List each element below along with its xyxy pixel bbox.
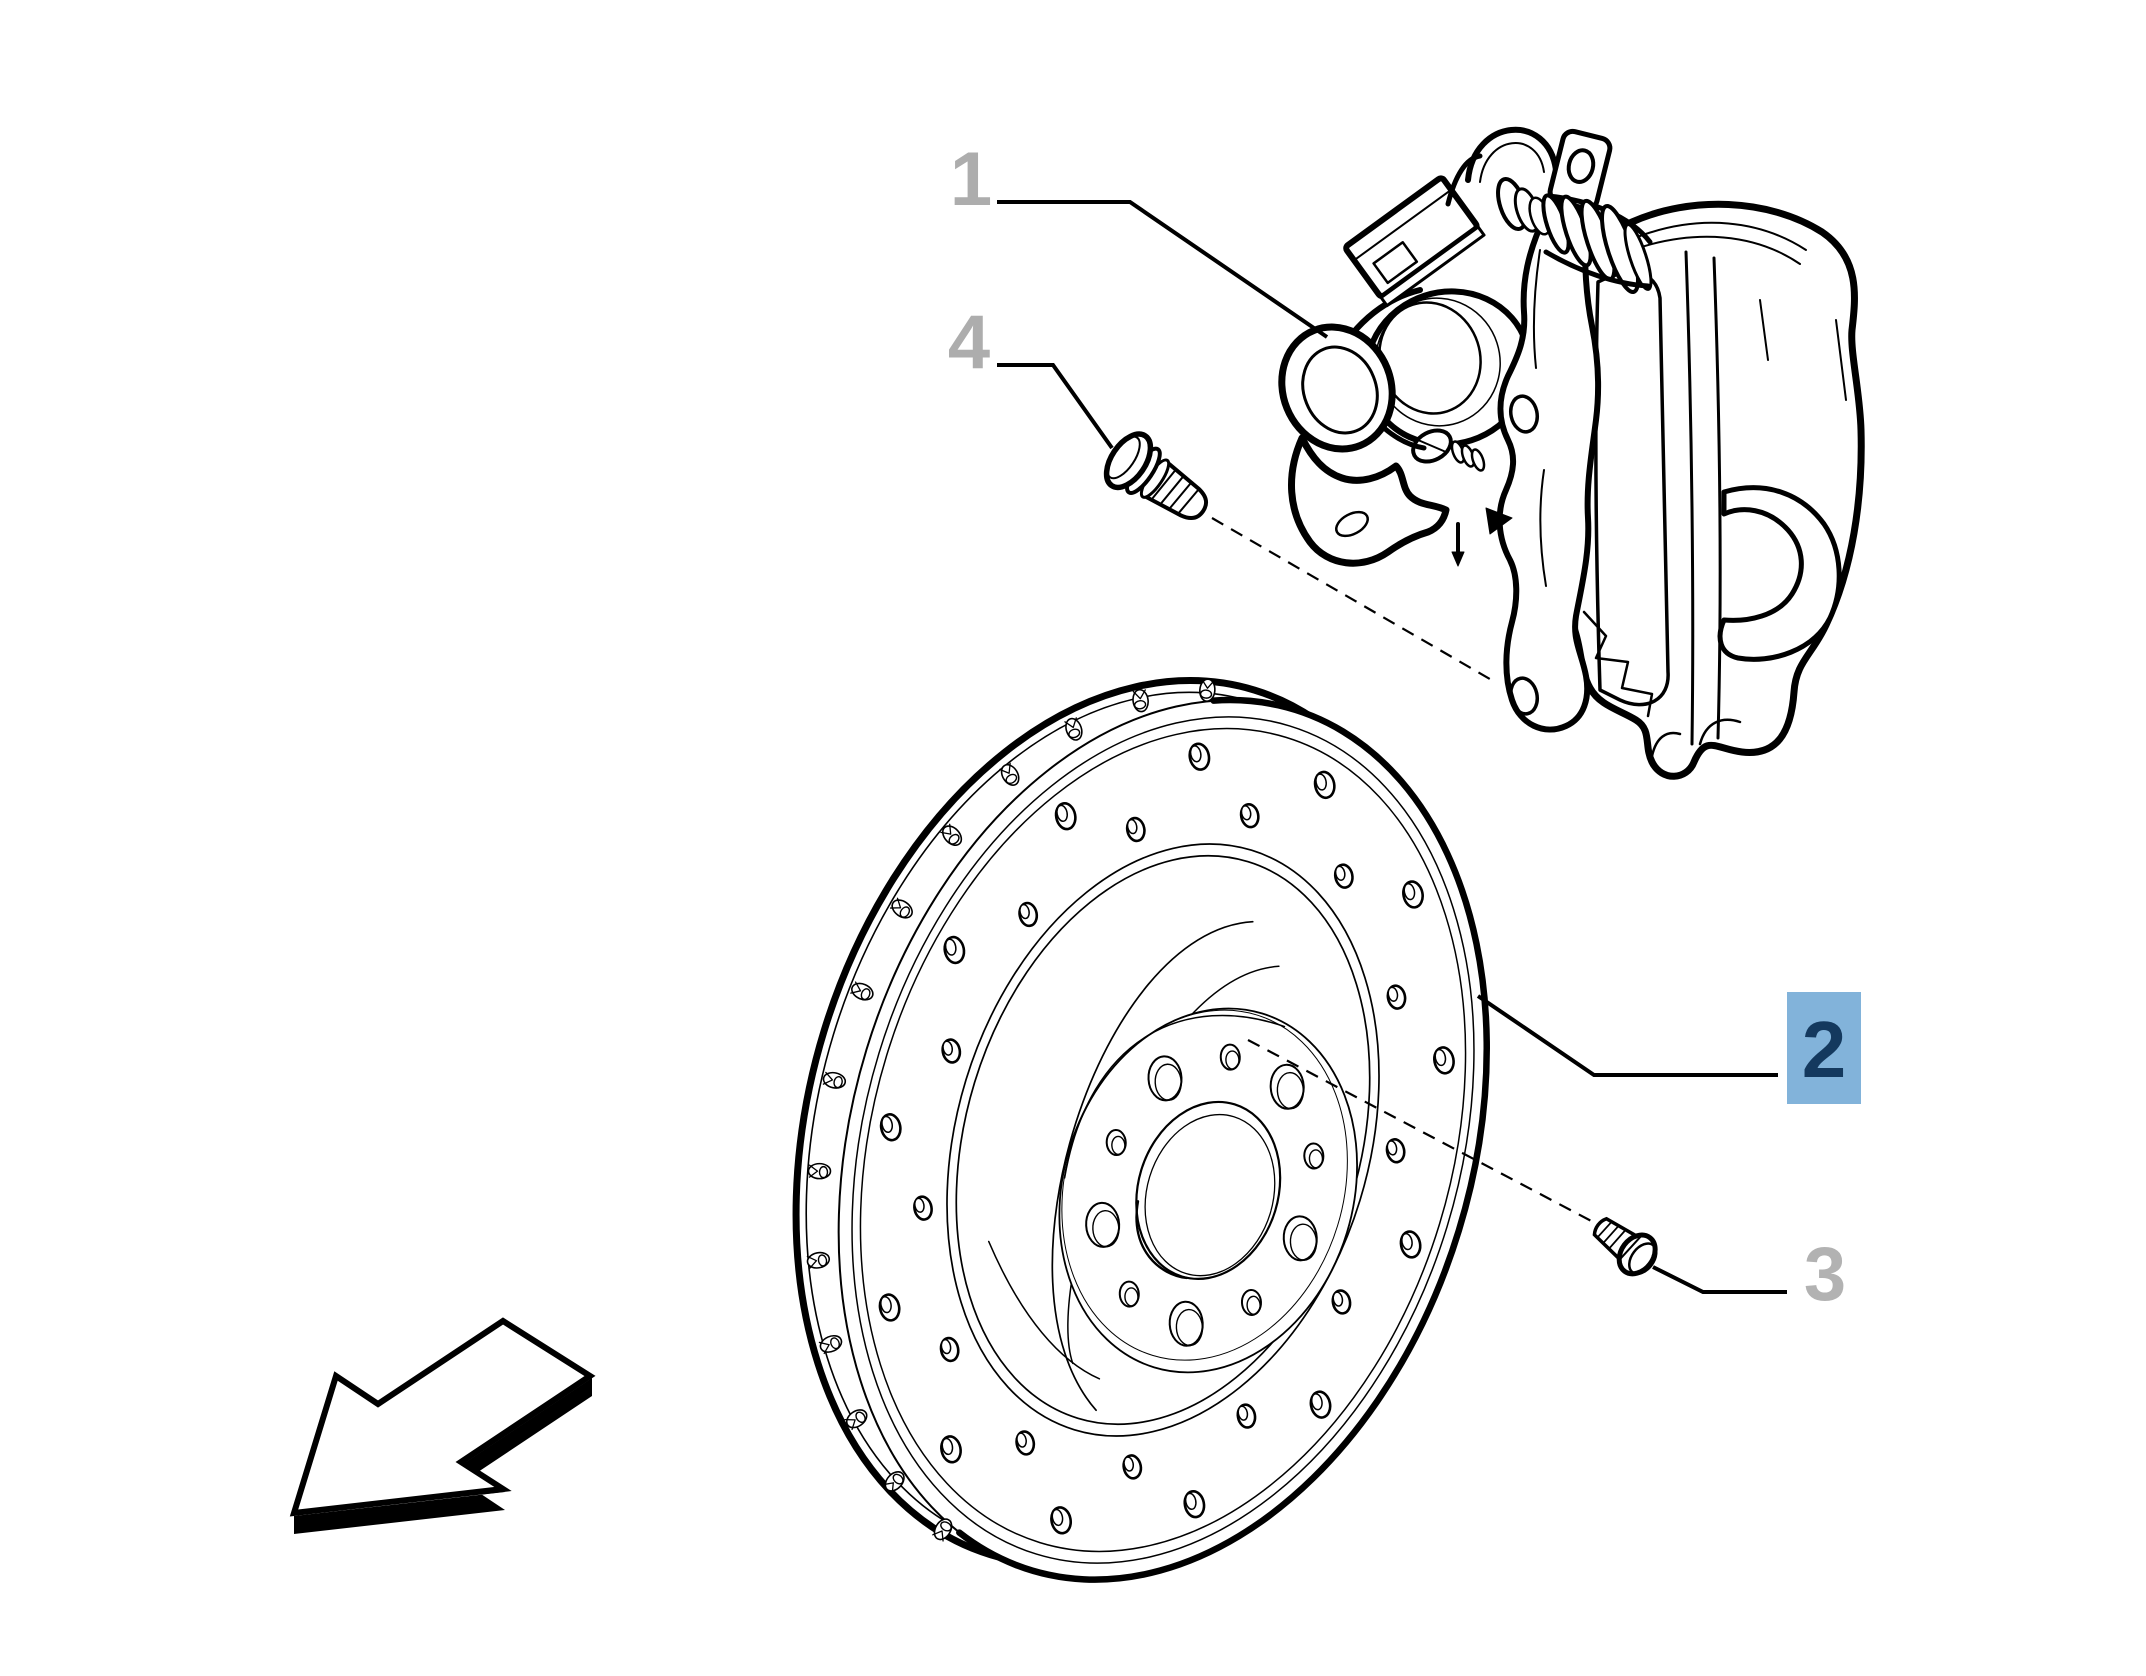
hub-drawing (1058, 1007, 1358, 1374)
callout-2-box[interactable] (1787, 992, 1861, 1104)
leader-line-2 (1476, 994, 1778, 1077)
hub-bolt-holes (1085, 1043, 1325, 1347)
disc-vent-scallops (806, 678, 1216, 1542)
caliper-window (1717, 485, 1842, 662)
callout-3-label[interactable]: 3 (1804, 1232, 1846, 1317)
brake-disc-drawing (792, 677, 1490, 1583)
dashed-assembly-line-4 (1211, 517, 1496, 683)
leader-line-4 (997, 363, 1114, 450)
bracket-lower-hole (1508, 676, 1540, 716)
callout-4-label[interactable]: 4 (948, 300, 990, 385)
callout-2-label[interactable]: 2 (1802, 1005, 1847, 1094)
position-marker-arrow (1485, 507, 1513, 535)
bolt-3-drawing (1592, 1216, 1658, 1277)
connector-plug (1343, 175, 1486, 308)
guide-pin-bolt (1411, 428, 1486, 472)
bracket-upper-hole (1508, 394, 1540, 434)
brake-caliper-assembly-drawing (1278, 127, 1865, 780)
carrier-bracket (1278, 287, 1450, 567)
disc-drilled-holes (878, 742, 1455, 1535)
leader-line-3 (1652, 1265, 1787, 1294)
caliper-cylinder (1363, 288, 1533, 448)
bolt-4-drawing (1103, 431, 1209, 520)
leader-line-1 (997, 200, 1329, 339)
guide-pin-boot (1496, 176, 1653, 294)
callout-1-label[interactable]: 1 (950, 137, 992, 222)
direction-arrow (289, 1317, 596, 1534)
